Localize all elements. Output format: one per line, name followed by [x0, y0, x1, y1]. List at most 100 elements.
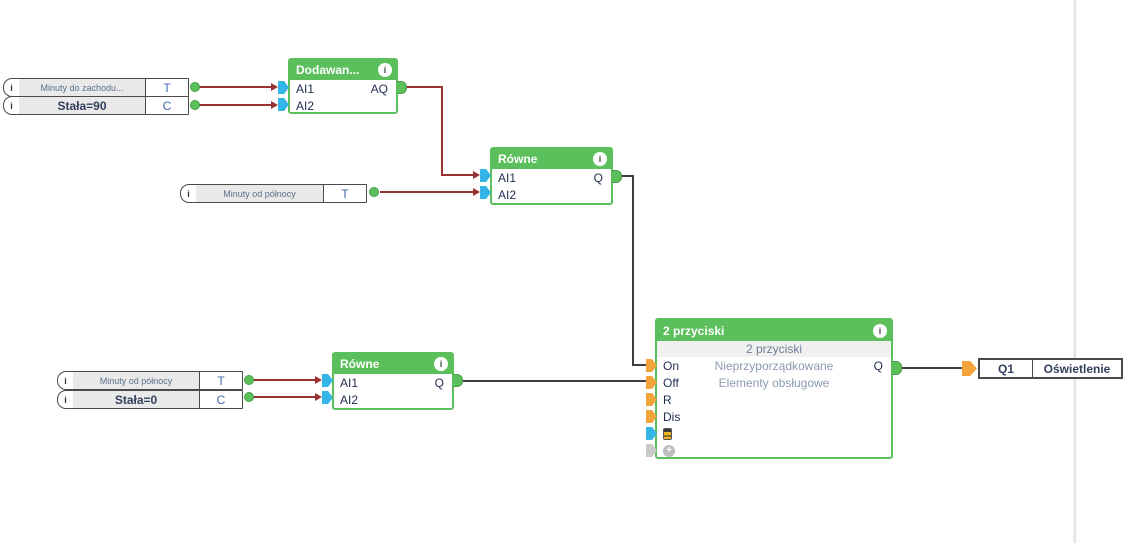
- wire-aq-v: [441, 86, 443, 176]
- block-header: Dodawan... i: [290, 60, 396, 80]
- info-icon[interactable]: i: [873, 324, 887, 338]
- wire-rowne2-q-to-off: [462, 380, 648, 382]
- output-connector-q[interactable]: [892, 361, 902, 375]
- wire-polnocy-to-ai2: [380, 191, 473, 193]
- info-icon: i: [64, 394, 67, 405]
- block-row: [657, 425, 891, 442]
- block-row: AI2: [334, 391, 452, 408]
- info-icon: i: [64, 375, 67, 386]
- output-connector[interactable]: [244, 375, 254, 385]
- wire-polnocy2-to-ai1: [253, 379, 315, 381]
- input-label: Minuty do zachodu...: [19, 79, 146, 96]
- input-connector-r[interactable]: [646, 393, 657, 406]
- input-connector-ai1[interactable]: [278, 81, 289, 94]
- output-label-q: Q: [593, 170, 603, 185]
- input-connector-on[interactable]: [646, 359, 657, 372]
- add-input-button[interactable]: +: [663, 444, 675, 457]
- input-pill-minuty-od-polnocy-top[interactable]: i Minuty od północy T: [180, 184, 367, 203]
- wire-rowne1-q-v: [632, 175, 634, 365]
- output-label-aq: AQ: [370, 81, 388, 96]
- info-icon: i: [10, 82, 13, 93]
- block-row: AI1 AQ: [290, 80, 396, 97]
- block-header: 2 przyciski i: [657, 320, 891, 341]
- input-label: Minuty od północy: [196, 185, 324, 202]
- input-connector-ai2[interactable]: [322, 391, 333, 404]
- wire-rowne1-q-to-on: [632, 364, 648, 366]
- wire-arrowhead: [473, 171, 480, 179]
- input-connector-add[interactable]: [646, 444, 657, 457]
- input-label-off: Off: [663, 375, 679, 390]
- output-connector-q[interactable]: [453, 374, 463, 387]
- output-connector[interactable]: [369, 187, 379, 197]
- input-pill-stala-0[interactable]: i Stała=0 C: [57, 390, 243, 409]
- block-row: Off Elementy obsługowe: [657, 374, 891, 391]
- block-title: Równe: [498, 152, 538, 166]
- input-label-ai2: AI2: [498, 187, 517, 202]
- wire-arrowhead: [271, 101, 278, 109]
- block-row: AI1 Q: [334, 374, 452, 391]
- input-label: Stała=90: [19, 97, 146, 114]
- input-connector-dis[interactable]: [646, 410, 657, 423]
- input-port-letter: T: [200, 372, 242, 389]
- input-pill-stala-90[interactable]: i Stała=90 C: [3, 96, 189, 115]
- info-icon: i: [10, 100, 13, 111]
- wire-stala0-to-ai2: [253, 396, 315, 398]
- input-label-r: R: [663, 392, 672, 407]
- block-row: +: [657, 442, 891, 459]
- block-subtitle: 2 przyciski: [657, 341, 891, 357]
- info-icon[interactable]: i: [593, 152, 607, 166]
- wire-arrowhead: [315, 393, 322, 401]
- block-rowne-top[interactable]: Równe i AI1 Q AI2: [490, 147, 613, 205]
- input-connector-ai2[interactable]: [480, 186, 491, 199]
- output-connector-q[interactable]: [612, 170, 622, 183]
- input-pill-minuty-od-polnocy-bottom[interactable]: i Minuty od północy T: [57, 371, 243, 390]
- input-label: Stała=0: [73, 391, 200, 408]
- input-label: Minuty od północy: [73, 372, 200, 389]
- input-connector-ai2[interactable]: [278, 98, 289, 111]
- block-rowne-bottom[interactable]: Równe i AI1 Q AI2: [332, 352, 454, 410]
- wire-arrowhead: [271, 83, 278, 91]
- output-connector[interactable]: [190, 100, 200, 110]
- block-row: AI2: [290, 97, 396, 114]
- input-port-letter: C: [146, 97, 188, 114]
- category-text: Elementy obsługowe: [718, 375, 830, 390]
- wire-q-to-q1: [900, 367, 963, 369]
- input-label-ai2: AI2: [340, 392, 359, 407]
- block-title: Dodawan...: [296, 63, 360, 77]
- input-connector-ai1[interactable]: [322, 374, 333, 387]
- input-label-dis: Dis: [663, 409, 681, 424]
- input-port-letter: C: [200, 391, 242, 408]
- output-connector[interactable]: [244, 392, 254, 402]
- output-port-label: Q1: [980, 360, 1033, 377]
- page-boundary-line: [1073, 0, 1076, 543]
- output-connector[interactable]: [190, 82, 200, 92]
- battery-icon: [663, 427, 672, 440]
- assignment-status-text: Nieprzyporządkowane: [714, 358, 834, 373]
- wire-arrowhead: [473, 188, 480, 196]
- input-pill-minuty-do-zachodu[interactable]: i Minuty do zachodu... T: [3, 78, 189, 97]
- block-row: Dis: [657, 408, 891, 425]
- input-label-on: On: [663, 358, 680, 373]
- input-connector-off[interactable]: [646, 376, 657, 389]
- input-label-ai1: AI1: [498, 170, 517, 185]
- info-icon[interactable]: i: [434, 357, 448, 371]
- output-connector-q1[interactable]: [962, 361, 977, 376]
- input-label-ai1: AI1: [340, 375, 359, 390]
- output-name-label: Oświetlenie: [1043, 361, 1111, 376]
- wire-rowne1-q-h1: [621, 175, 634, 177]
- wire-aq-h2: [441, 174, 473, 176]
- input-connector-ai1[interactable]: [480, 169, 491, 182]
- output-connector-aq[interactable]: [397, 81, 407, 94]
- block-2-przyciski[interactable]: 2 przyciski i 2 przyciski On Nieprzyporz…: [655, 318, 893, 459]
- output-box-q1-oswietlenie[interactable]: Q1 Oświetlenie: [978, 358, 1123, 379]
- wire-arrowhead: [315, 376, 322, 384]
- input-port-letter: T: [146, 79, 188, 96]
- info-icon[interactable]: i: [378, 63, 392, 77]
- wire-aq-h1: [407, 86, 443, 88]
- block-header: Równe i: [492, 149, 611, 169]
- input-port-letter: T: [324, 185, 366, 202]
- input-connector-remanence[interactable]: [646, 427, 657, 440]
- block-dodawanie[interactable]: Dodawan... i AI1 AQ AI2: [288, 58, 398, 114]
- wire-stala90-to-ai2: [198, 104, 271, 106]
